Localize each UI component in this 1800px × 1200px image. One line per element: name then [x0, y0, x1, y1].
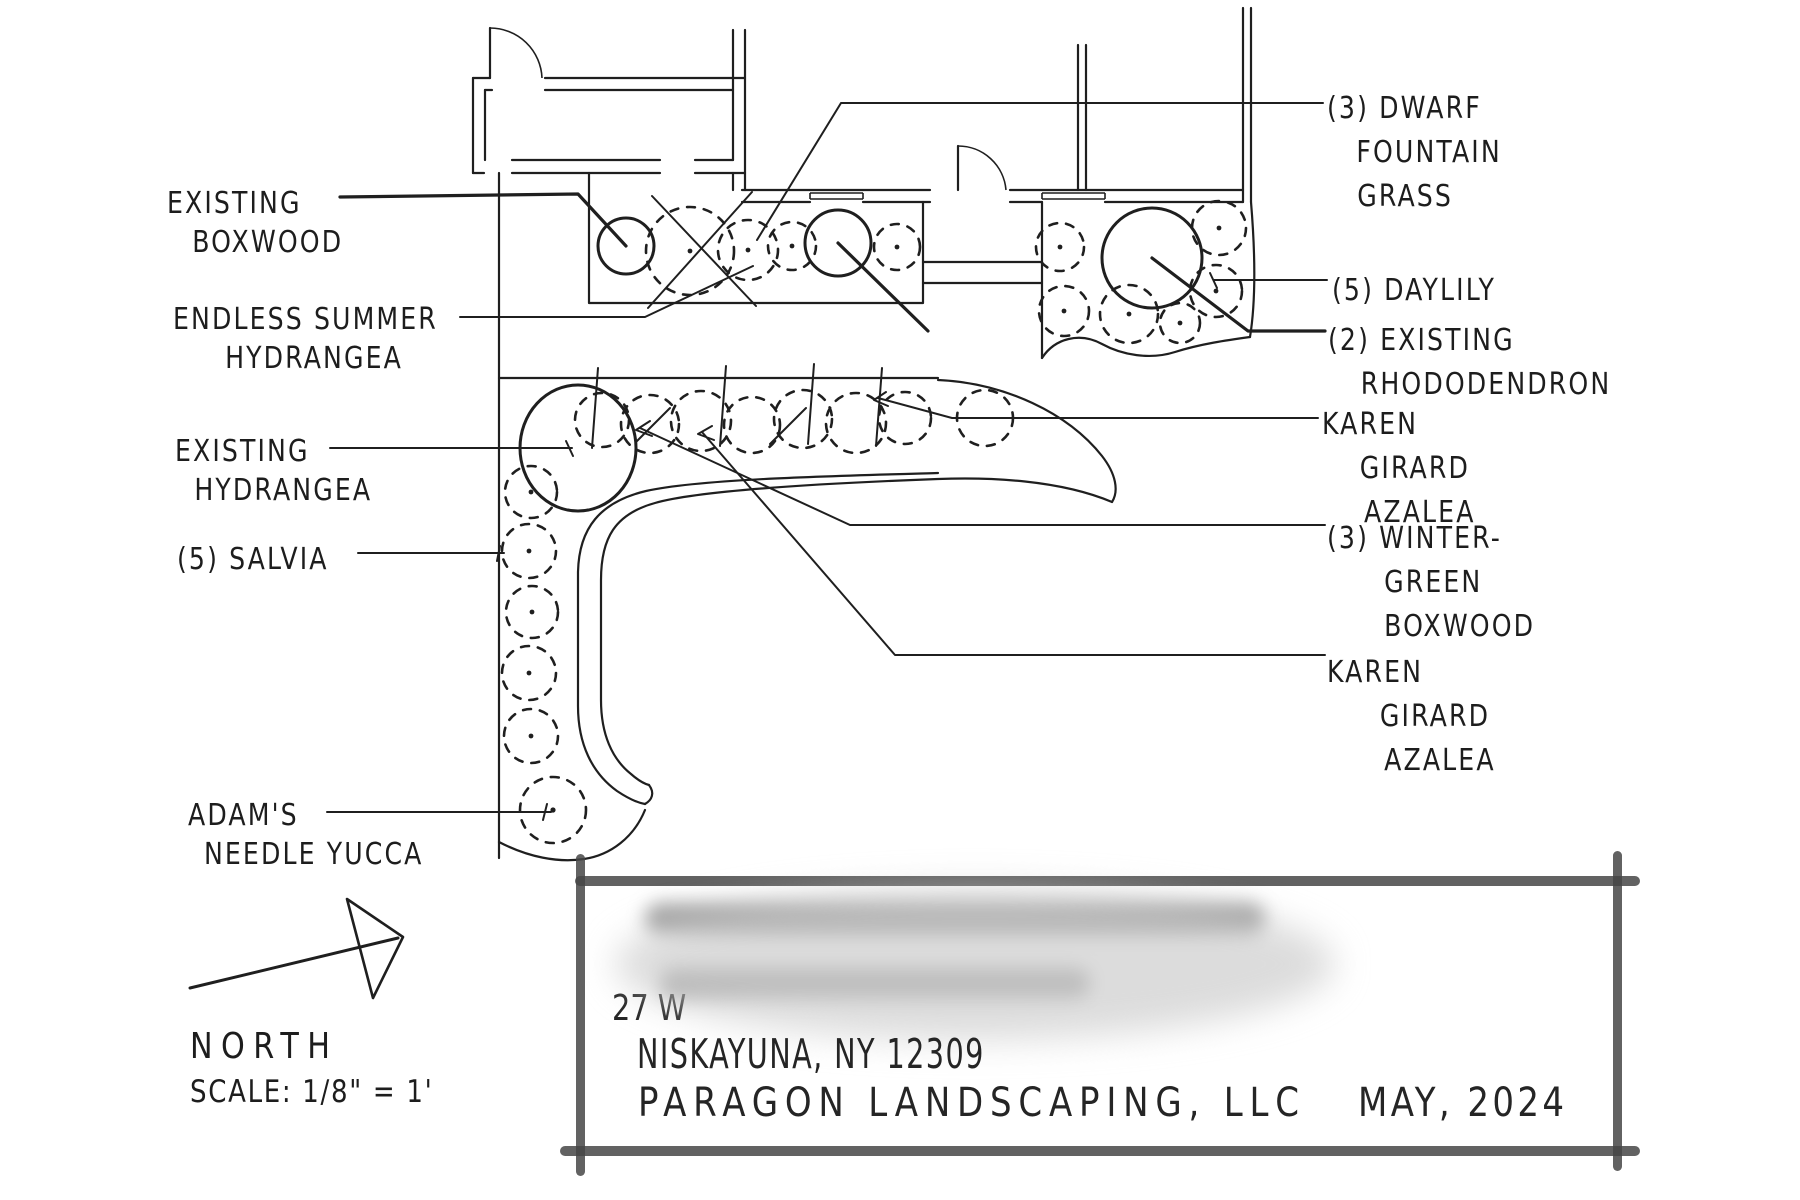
leader-endless-summer-hydrangea — [459, 265, 754, 318]
leader-daylily — [1209, 272, 1328, 289]
wall-stub-right — [1241, 6, 1253, 204]
new-plants-dashed — [500, 199, 1248, 845]
leader-existing-hydrangea — [329, 440, 574, 457]
title-city-line: NISKAYUNA, NY 12309 — [637, 1030, 985, 1078]
label-line: GRASS — [1357, 179, 1453, 214]
label-line: KAREN — [1322, 407, 1419, 442]
label-line: ADAM'S — [188, 798, 299, 833]
label-line: ENDLESS SUMMER — [173, 302, 438, 337]
removal-x-mark — [647, 191, 757, 309]
leader-dwarf-fountain-grass — [756, 102, 1324, 241]
leader-existing-boxwood — [338, 192, 628, 248]
label-line: GREEN — [1384, 565, 1483, 600]
yucca-bed-bottom — [497, 808, 647, 862]
label-daylily: (5) DAYLILY — [1332, 262, 1496, 306]
wall-stub-center — [1076, 43, 1088, 192]
redaction-smudge — [615, 888, 1335, 1040]
window-1 — [809, 192, 864, 200]
label-line: (5) DAYLILY — [1332, 273, 1497, 308]
leader-boxwood-2 — [836, 241, 930, 333]
label-line: EXISTING — [175, 434, 310, 469]
front-door-arc — [956, 144, 1007, 192]
yucca-circle — [518, 775, 588, 845]
north-arrow-icon — [188, 897, 405, 1000]
label-line: EXISTING — [167, 186, 302, 221]
label-adams-needle-yucca: ADAM'S NEEDLE YUCCA — [188, 792, 424, 870]
label-line: GIRARD — [1379, 699, 1491, 734]
entry-bed-scallop — [1040, 335, 1252, 360]
label-line: NEEDLE YUCCA — [203, 837, 424, 872]
title-block-bottom-bar — [560, 1146, 1640, 1156]
north-label: NORTH — [190, 1026, 339, 1067]
leader-lines — [326, 102, 1328, 821]
existing-boxwood-circle-2 — [803, 208, 873, 278]
walkway — [576, 378, 1117, 806]
label-line: FOUNTAIN — [1356, 135, 1502, 170]
side-door-arc — [488, 26, 543, 80]
label-line: HYDRANGEA — [225, 341, 404, 376]
scale-note: SCALE: 1/8" = 1' — [190, 1074, 434, 1110]
label-line: BOXWOOD — [192, 225, 344, 260]
label-existing-hydrangea: EXISTING HYDRANGEA — [175, 428, 372, 506]
label-line: (5) SALVIA — [177, 542, 329, 577]
label-dwarf-fountain-grass: (3) DWARF FOUNTAIN GRASS — [1327, 80, 1502, 212]
label-line: BOXWOOD — [1384, 609, 1536, 644]
existing-plants-solid — [518, 206, 1204, 513]
house-outline — [471, 6, 1253, 860]
label-endless-summer-hydrangea: ENDLESS SUMMER HYDRANGEA — [173, 296, 438, 374]
front-stoop — [921, 260, 1044, 285]
leader-karen-azalea-1 — [873, 391, 1319, 419]
leader-yucca — [326, 803, 552, 821]
label-wintergreen-boxwood: (3) WINTER- GREEN BOXWOOD — [1327, 510, 1535, 642]
label-line: (3) DWARF — [1327, 91, 1482, 126]
walkway-flare — [936, 378, 1117, 504]
label-line: KAREN — [1327, 655, 1424, 690]
label-line: RHODODENDRON — [1360, 367, 1612, 402]
label-existing-rhododendron: (2) EXISTING RHODODENDRON — [1328, 312, 1611, 400]
title-block-right-bar — [1613, 851, 1622, 1171]
leader-salvia — [357, 545, 505, 562]
existing-boxwood-circle-1 — [596, 216, 656, 276]
label-line: HYDRANGEA — [194, 473, 373, 508]
existing-rhododendron-circle — [1100, 206, 1204, 310]
window-2 — [1041, 192, 1106, 200]
leader-wintergreen-boxwood — [635, 420, 1326, 526]
title-firm-name: PARAGON LANDSCAPING, LLC — [638, 1080, 1306, 1126]
title-block-left-bar — [576, 854, 585, 1176]
leader-karen-azalea-2 — [697, 425, 1326, 656]
label-line: (3) WINTER- — [1327, 521, 1502, 556]
title-date: MAY, 2024 — [1358, 1080, 1568, 1126]
label-line: AZALEA — [1384, 743, 1496, 778]
label-existing-boxwood: EXISTING BOXWOOD — [167, 180, 343, 258]
planting-ticks — [591, 363, 883, 449]
label-karen-girard-azalea-2: KAREN GIRARD AZALEA — [1327, 644, 1496, 776]
label-salvia: (5) SALVIA — [177, 536, 329, 575]
label-line: GIRARD — [1359, 451, 1471, 486]
label-karen-girard-azalea-1: KAREN GIRARD AZALEA — [1322, 396, 1476, 528]
foundation-bed-left — [587, 171, 925, 305]
label-line: (2) EXISTING — [1328, 323, 1515, 358]
title-block-top-bar — [575, 876, 1640, 886]
label-line: AZALEA — [1364, 495, 1476, 530]
bed-edges — [497, 171, 1256, 862]
leader-existing-rhododendron — [1150, 256, 1327, 333]
